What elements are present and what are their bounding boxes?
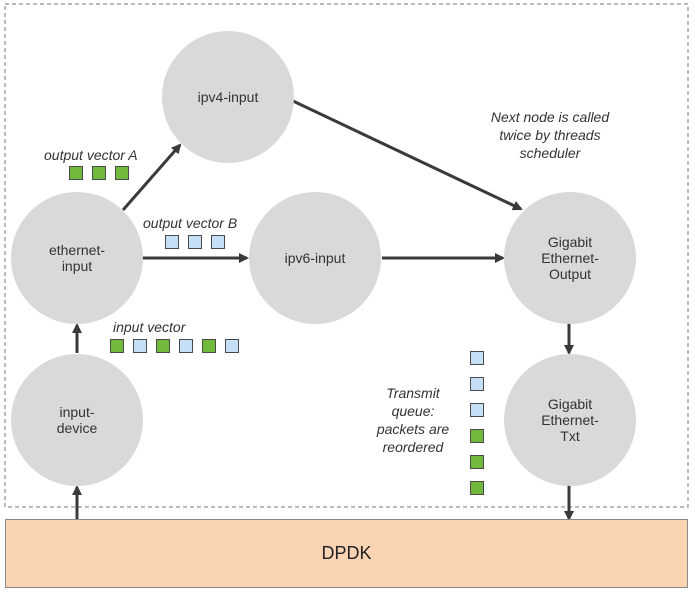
node-gigabit-ethernet-output: Gigabit Ethernet- Output bbox=[504, 192, 636, 324]
arrow-ipv4-to-output bbox=[292, 99, 523, 211]
label-output-vector-a: output vector A bbox=[44, 147, 138, 163]
note-next-node-called-twice: Next node is called twice by threads sch… bbox=[490, 109, 610, 161]
packet-green bbox=[115, 166, 129, 180]
packet-blue bbox=[188, 235, 202, 249]
node-ipv4-input: ipv4-input bbox=[162, 31, 294, 163]
label-input-vector: input vector bbox=[113, 319, 186, 335]
queue-packet-green bbox=[470, 481, 484, 495]
queue-packet-green bbox=[470, 455, 484, 469]
queue-packet-blue bbox=[470, 377, 484, 391]
packet-green bbox=[156, 339, 170, 353]
packet-blue bbox=[179, 339, 193, 353]
packet-green bbox=[69, 166, 83, 180]
node-input-device: input- device bbox=[11, 354, 143, 486]
packet-blue bbox=[225, 339, 239, 353]
packet-blue bbox=[211, 235, 225, 249]
queue-packet-green bbox=[470, 429, 484, 443]
dpdk-label: DPDK bbox=[321, 543, 372, 563]
packet-green bbox=[110, 339, 124, 353]
packet-blue bbox=[133, 339, 147, 353]
packet-green bbox=[202, 339, 216, 353]
note-transmit-queue-reordered: Transmit queue: packets are reordered bbox=[376, 385, 450, 455]
node-ipv6-input: ipv6-input bbox=[249, 192, 381, 324]
label-output-vector-b: output vector B bbox=[143, 215, 238, 231]
queue-packet-blue bbox=[470, 403, 484, 417]
packet-blue bbox=[165, 235, 179, 249]
arrow-ethernet-to-ipv4 bbox=[121, 143, 182, 211]
graph-boundary bbox=[4, 3, 689, 508]
packet-green bbox=[92, 166, 106, 180]
node-ethernet-input: ethernet- input bbox=[11, 192, 143, 324]
queue-packet-blue bbox=[470, 351, 484, 365]
dpdk-layer: DPDK bbox=[5, 519, 688, 588]
node-gigabit-ethernet-txt: Gigabit Ethernet- Txt bbox=[504, 354, 636, 486]
